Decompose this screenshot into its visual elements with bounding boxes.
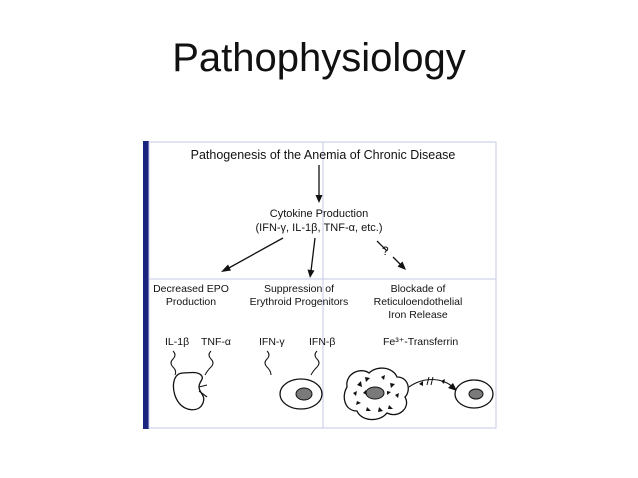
- blockade-heading-line2: Reticuloendothelial: [374, 296, 463, 308]
- signal-squiggle: [310, 350, 320, 376]
- blockade-heading-line3: Iron Release: [388, 309, 448, 321]
- figure-left-border: [143, 141, 149, 429]
- epo-heading-line1: Decreased EPO: [153, 283, 229, 295]
- fe-transferrin-label: Fe³⁺-Transferrin: [383, 336, 458, 348]
- erythroid-heading-line2: Erythroid Progenitors: [250, 296, 349, 308]
- arrow-head: [315, 195, 323, 203]
- cytokine-ifnb: IFN-β: [309, 336, 335, 348]
- pathogenesis-diagram: Pathogenesis of the Anemia of Chronic Di…: [143, 141, 497, 429]
- recipient-cell-icon: [454, 379, 494, 409]
- signal-squiggle: [170, 350, 177, 376]
- kidney-icon: [172, 371, 208, 411]
- arrow-to-erythroid: [310, 237, 316, 272]
- signal-squiggle: [264, 350, 272, 376]
- macrophage-icon: [343, 367, 409, 421]
- arrow-to-blockade: [376, 240, 402, 266]
- erythroid-cell-icon: [279, 378, 323, 410]
- slide-title: Pathophysiology: [172, 36, 466, 80]
- cytokine-ifng: IFN-γ: [259, 336, 285, 348]
- cytokine-il1b: IL-1β: [165, 336, 189, 348]
- uncertainty-question-mark: ?: [382, 244, 389, 258]
- arrow-head: [221, 264, 231, 272]
- iron-transfer-arrow: [408, 376, 457, 391]
- arrow-head: [307, 269, 315, 278]
- signal-squiggle: [204, 350, 214, 376]
- epo-heading-line2: Production: [166, 296, 216, 308]
- blockade-heading-line1: Blockade of: [391, 283, 446, 295]
- diagram-title: Pathogenesis of the Anemia of Chronic Di…: [191, 148, 456, 162]
- arrow-to-epo: [226, 237, 284, 270]
- cytokine-tnfa: TNF-α: [201, 336, 231, 348]
- cytokine-production-label: Cytokine Production: [270, 208, 368, 220]
- arrow-head: [397, 261, 406, 270]
- erythroid-heading-line1: Suppression of: [264, 283, 334, 295]
- cytokine-list-label: (IFN-γ, IL-1β, TNF-α, etc.): [256, 222, 383, 234]
